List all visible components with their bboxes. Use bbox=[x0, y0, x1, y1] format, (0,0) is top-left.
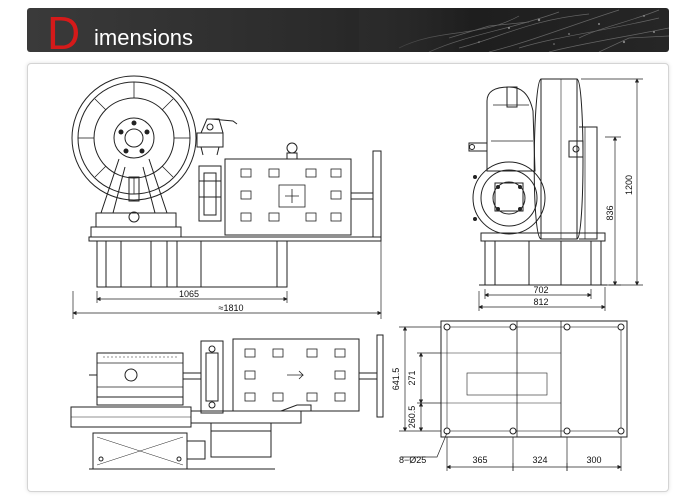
gearbox-housing bbox=[468, 86, 536, 172]
page-title: imensions bbox=[94, 25, 194, 50]
dim-total-length: ≈1810 bbox=[219, 303, 244, 313]
pedestal bbox=[90, 158, 182, 238]
plan-view bbox=[70, 334, 384, 470]
side-dim-lines bbox=[478, 78, 643, 311]
dim-foundation-260: 260.5 bbox=[407, 406, 417, 429]
dim-side-total-height: 1200 bbox=[624, 175, 634, 195]
title-initial: D bbox=[47, 8, 81, 52]
drum-side bbox=[533, 78, 584, 240]
header-texture bbox=[359, 8, 669, 52]
coupling bbox=[198, 165, 222, 222]
front-elevation-view bbox=[71, 75, 382, 319]
side-brake bbox=[568, 126, 598, 240]
side-wheel bbox=[472, 161, 546, 235]
dim-base-length: 1065 bbox=[179, 289, 199, 299]
dim-side-inner-width: 702 bbox=[533, 285, 548, 295]
base-frame bbox=[88, 236, 382, 288]
dim-side-outer-width: 812 bbox=[533, 297, 548, 307]
dimension-drawing: 1065 ≈1810 bbox=[70, 75, 643, 471]
dim-side-axis-height: 836 bbox=[605, 205, 615, 220]
dim-foundation-641: 641.5 bbox=[391, 368, 401, 391]
drum-wheel bbox=[71, 75, 197, 201]
brake-arm bbox=[196, 118, 238, 156]
dim-foundation-365: 365 bbox=[472, 455, 487, 465]
foundation-dim-lines bbox=[399, 326, 622, 471]
dim-foundation-324: 324 bbox=[532, 455, 547, 465]
side-base bbox=[479, 232, 607, 286]
plan-brake bbox=[183, 340, 224, 414]
section-header: D imensions bbox=[27, 8, 669, 52]
drawing-frame: 1065 ≈1810 bbox=[27, 63, 669, 492]
foundation-plan bbox=[399, 320, 628, 471]
dim-foundation-300: 300 bbox=[586, 455, 601, 465]
dim-foundation-271: 271 bbox=[407, 370, 417, 385]
motor bbox=[224, 142, 382, 238]
front-dim-lines bbox=[72, 241, 382, 319]
dim-bolt-holes: 8−Ø25 bbox=[399, 455, 426, 465]
plan-frame bbox=[70, 404, 312, 470]
plan-gearbox bbox=[89, 352, 184, 406]
side-elevation-view bbox=[468, 78, 643, 311]
